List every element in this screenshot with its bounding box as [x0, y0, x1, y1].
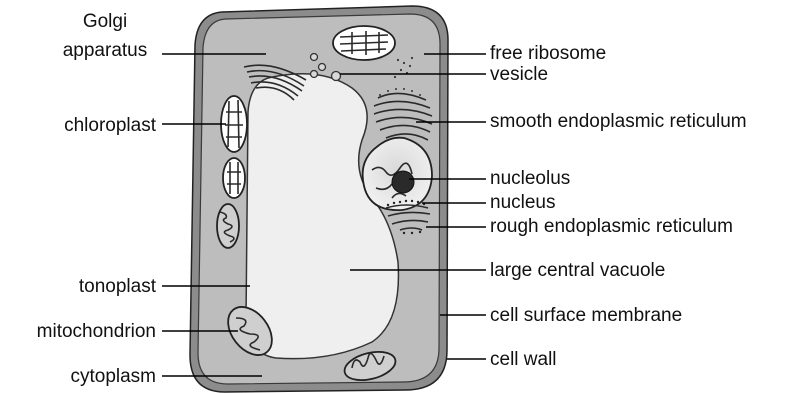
mitochondrion-left	[217, 204, 239, 248]
label-cell-membrane: cell surface membrane	[490, 305, 682, 326]
nucleolus	[392, 171, 414, 193]
label-cell-wall: cell wall	[490, 349, 557, 370]
label-tonoplast: tonoplast	[79, 276, 157, 297]
label-nucleus: nucleus	[490, 192, 556, 213]
label-vacuole: large central vacuole	[490, 260, 665, 281]
label-cytoplasm: cytoplasm	[70, 366, 156, 387]
label-golgi-line1: Golgi	[83, 11, 127, 32]
label-free-ribosome: free ribosome	[490, 43, 606, 64]
label-chloroplast: chloroplast	[64, 115, 157, 136]
label-golgi-line2: apparatus	[63, 40, 148, 61]
label-vesicle: vesicle	[490, 64, 548, 85]
label-rough-er: rough endoplasmic reticulum	[490, 216, 733, 237]
label-nucleolus: nucleolus	[490, 168, 570, 189]
chloroplast-left-2	[223, 158, 245, 198]
label-smooth-er: smooth endoplasmic reticulum	[490, 111, 747, 132]
chloroplast-top	[333, 26, 395, 60]
label-mitochondrion: mitochondrion	[37, 321, 156, 342]
